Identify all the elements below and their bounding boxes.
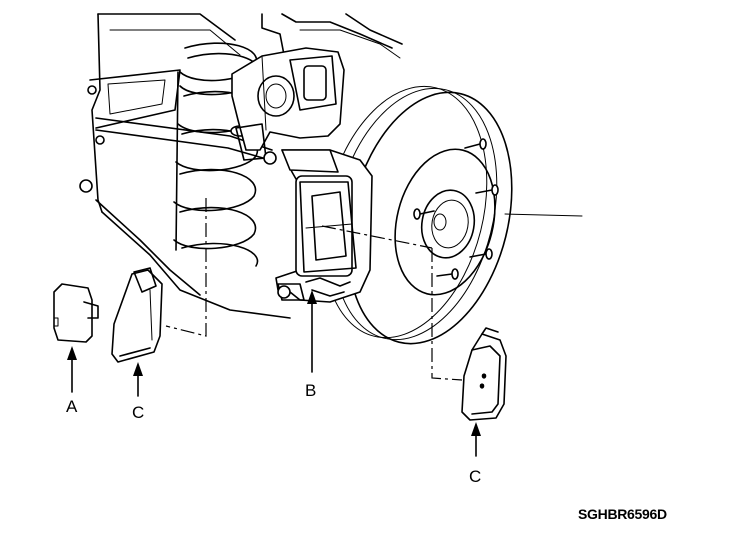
pad-shim-a [53, 283, 99, 343]
label-a: A [66, 397, 78, 416]
wheel-studs [413, 138, 499, 280]
leader-arrows [67, 290, 481, 457]
figure-code: SGHBR6596D [578, 506, 667, 522]
alignment-lines [165, 198, 463, 381]
brake-pad-left [111, 267, 163, 363]
brake-pad-right [461, 327, 507, 421]
suspension-frame [79, 13, 403, 319]
label-b: B [305, 381, 316, 400]
brake-disc [322, 85, 583, 345]
brake-caliper [231, 47, 345, 165]
label-c-right: C [469, 467, 481, 486]
label-c-left: C [132, 403, 144, 422]
